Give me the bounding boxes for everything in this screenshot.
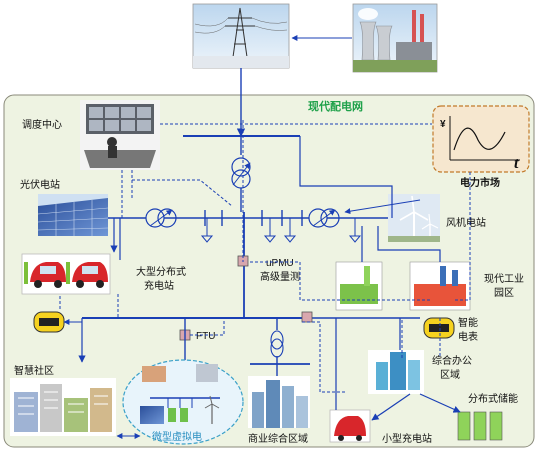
microgrid-label: 微型虚拟电 (152, 430, 202, 443)
commercial-image (248, 376, 310, 428)
ftu-label: FTU (196, 331, 215, 342)
solid-connectors (110, 136, 461, 421)
upmu-label-2: 高级量测 (260, 270, 300, 283)
market-x-symbol: t (514, 155, 519, 172)
dispatch-center-label: 调度中心 (22, 118, 62, 131)
wind-station-label: 风机电站 (446, 216, 486, 229)
large-ev-label-2: 充电站 (144, 279, 174, 292)
large-ev-station-image (21, 253, 111, 295)
power-plant-image (352, 3, 438, 73)
smart-meter-label-1: 智能 (458, 316, 478, 329)
right-measure-device (301, 311, 313, 323)
community-label: 智慧社区 (14, 364, 54, 377)
microgrid-area (122, 359, 244, 445)
main-transformer-icon (231, 136, 251, 212)
pv-station-image (37, 194, 109, 236)
large-ev-label-1: 大型分布式 (136, 265, 186, 278)
community-image (10, 378, 116, 436)
storage-image (457, 411, 503, 441)
industry-label-1: 现代工业 (484, 273, 524, 285)
small-ev-label: 小型充电站 (382, 432, 432, 445)
wind-transformer-icon (308, 208, 340, 228)
pv-station-label: 光伏电站 (20, 178, 60, 191)
dispatch-center-image (80, 100, 160, 170)
smart-meter-label-2: 电表 (458, 330, 478, 343)
pv-transformer-icon (145, 208, 177, 228)
storage-label: 分布式储能 (468, 392, 518, 405)
industry-label-2: 园区 (494, 287, 514, 299)
electricity-market-box (432, 105, 530, 173)
market-label: 电力市场 (460, 176, 500, 189)
wind-station-image (388, 194, 440, 242)
office-label-1: 综合办公 (432, 354, 472, 367)
left-smart-meter-icon (33, 311, 65, 333)
market-y-symbol: ¥ (440, 119, 446, 130)
upmu-label-1: uPMU (266, 258, 294, 269)
lower-transformer-icon (270, 318, 284, 364)
network-title: 现代配电网 (308, 99, 363, 113)
transmission-tower-image (192, 3, 290, 69)
right-smart-meter-icon (423, 317, 455, 339)
commercial-label: 商业综合区域 (248, 432, 308, 445)
dashed-control-links (59, 120, 471, 393)
office-label-2: 区域 (440, 368, 460, 381)
office-image (368, 350, 424, 394)
bus-ticks (204, 210, 303, 226)
ground-symbols (200, 218, 362, 243)
small-ev-station-image (329, 409, 371, 443)
